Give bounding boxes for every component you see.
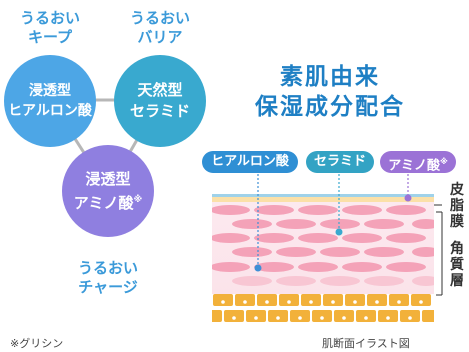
caption-keep-line1: うるおい (19, 9, 80, 27)
circle-amino-mark: ※ (133, 194, 143, 205)
circle-ceramide-line2: セラミド (129, 102, 190, 120)
caption-keep: うるおい キープ (12, 9, 88, 47)
sebum-top-layer (212, 194, 434, 197)
caption-charge-line2: チャージ (78, 278, 138, 296)
illustration-caption: 肌断面イラスト図 (322, 337, 410, 350)
circle-amino-line1: 浸透型 (85, 169, 131, 188)
basal-cells (212, 294, 434, 322)
pill-hyaluronic: ヒアルロン酸 (202, 151, 298, 173)
label-corneum-char1: 角 (450, 241, 464, 257)
label-corneum-char2: 質 (450, 257, 464, 273)
caption-barrier-line2: バリア (137, 28, 183, 46)
pill-ceramide: セラミド (306, 151, 374, 173)
caption-barrier: うるおい バリア (120, 9, 200, 47)
pill-amino-mark: ※ (439, 157, 448, 166)
circle-amino-line2: アミノ酸※ (74, 190, 142, 214)
title-line1: 素肌由来 (280, 64, 380, 90)
footnote: ※グリシン (10, 337, 64, 350)
title-line2: 保湿成分配合 (255, 94, 405, 120)
pill-amino: アミノ酸※ (380, 151, 456, 173)
circle-ceramide: 天然型 セラミド (114, 55, 206, 147)
label-corneum-char3: 層 (450, 273, 464, 289)
sebum-membrane (212, 197, 434, 202)
circle-amino: 浸透型 アミノ酸※ (62, 145, 154, 237)
circle-ceramide-line1: 天然型 (137, 81, 183, 99)
circle-amino-label: アミノ酸 (73, 193, 134, 212)
caption-charge: うるおい チャージ (68, 259, 148, 297)
skin-cross-section (212, 174, 434, 330)
caption-keep-line2: キープ (27, 28, 73, 46)
label-sebum-membrane: 皮 脂 膜 (448, 182, 466, 230)
page-title: 素肌由来 保湿成分配合 (232, 62, 428, 122)
circle-hyaluronic-line2: ヒアルロン酸 (8, 103, 92, 119)
caption-barrier-line1: うるおい (129, 9, 190, 27)
label-sebum-char2: 脂 (450, 198, 464, 214)
circle-hyaluronic: 浸透型 ヒアルロン酸 (4, 55, 96, 147)
circle-hyaluronic-line1: 浸透型 (29, 83, 71, 99)
label-brackets (434, 204, 443, 296)
label-sebum-char1: 皮 (450, 182, 464, 198)
label-sebum-char3: 膜 (450, 214, 464, 230)
stratum-corneum-cells (212, 205, 434, 272)
pill-amino-label: アミノ酸 (388, 158, 440, 174)
label-stratum-corneum: 角 質 層 (448, 241, 466, 289)
caption-charge-line1: うるおい (77, 259, 138, 277)
